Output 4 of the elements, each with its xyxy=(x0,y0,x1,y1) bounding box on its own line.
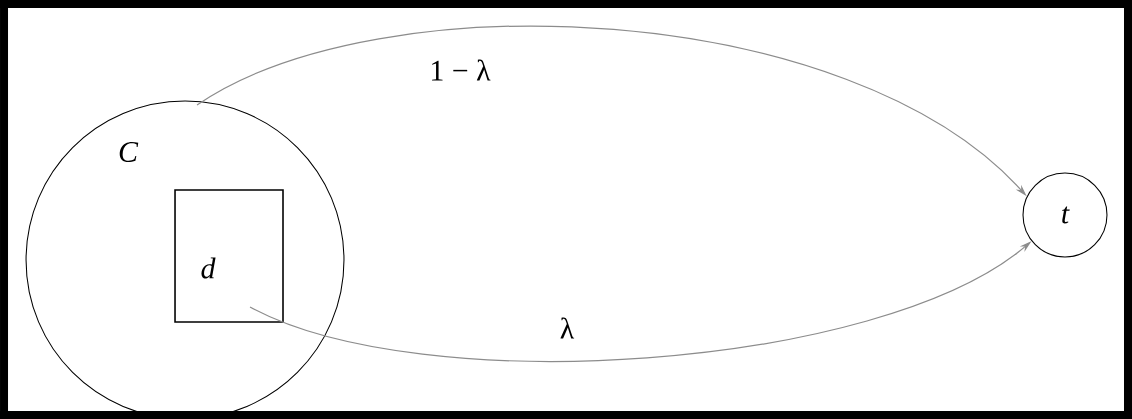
edge-label: λ xyxy=(556,313,578,342)
square-node: d xyxy=(174,189,284,323)
edge-label: 1 − λ xyxy=(425,55,495,85)
circle-node: t xyxy=(1022,172,1108,258)
